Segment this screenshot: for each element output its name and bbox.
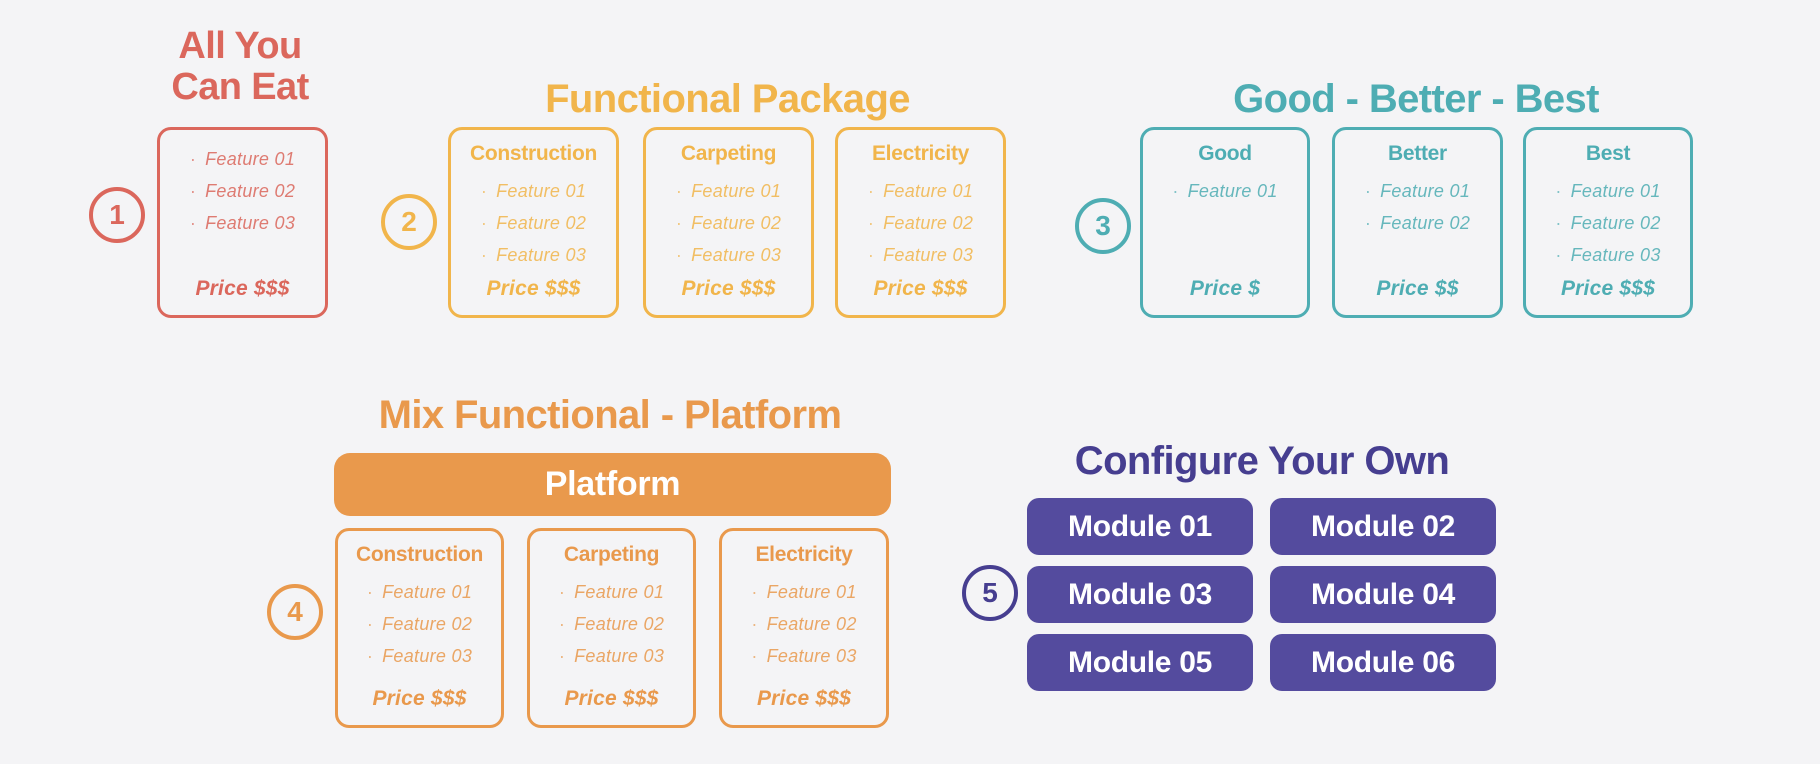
feature-item: Feature 02 xyxy=(868,212,973,235)
module-grid: Module 01 Module 02 Module 03 Module 04 … xyxy=(1027,498,1496,691)
feature-item: Feature 01 xyxy=(190,148,295,171)
feature-item: Feature 02 xyxy=(1365,212,1470,235)
card-title: Construction xyxy=(355,543,484,566)
step-3-badge: 3 xyxy=(1075,198,1131,254)
pricing-card-electricity: Electricity Feature 01 Feature 02 Featur… xyxy=(719,528,889,728)
title-line-1: All You xyxy=(178,25,302,67)
feature-list: Feature 01 Feature 02 xyxy=(1365,180,1470,235)
feature-item: Feature 03 xyxy=(868,244,973,267)
card-title: Electricity xyxy=(755,543,853,566)
feature-item: Feature 01 xyxy=(1365,180,1470,203)
pricing-card-good: Good Feature 01 Price $ xyxy=(1140,127,1310,318)
module-05-tile: Module 05 xyxy=(1027,634,1253,691)
feature-list: Feature 01 Feature 02 Feature 03 xyxy=(868,180,973,267)
feature-list: Feature 01 Feature 02 Feature 03 xyxy=(559,581,664,668)
card-title: Electricity xyxy=(871,142,970,165)
step-number: 2 xyxy=(401,206,417,237)
feature-list: Feature 01 Feature 02 Feature 03 xyxy=(1555,180,1661,267)
feature-item: Feature 03 xyxy=(1555,244,1661,267)
card-title: Best xyxy=(1585,142,1631,165)
step-number: 5 xyxy=(982,577,998,608)
feature-item: Feature 01 xyxy=(559,581,664,604)
price-label: Price $$$ xyxy=(486,277,581,300)
feature-item: Feature 01 xyxy=(1555,180,1661,203)
section-title-mix-functional-platform: Mix Functional - Platform xyxy=(378,393,842,437)
price-label: Price $$ xyxy=(1376,277,1459,300)
pricing-card-carpeting: Carpeting Feature 01 Feature 02 Feature … xyxy=(643,127,814,318)
step-5-badge: 5 xyxy=(962,565,1018,621)
price-label: Price $$$ xyxy=(873,277,968,300)
price-label: Price $$$ xyxy=(1560,277,1656,300)
feature-item: Feature 03 xyxy=(559,645,664,668)
pricing-card-all-you-can-eat: Feature 01 Feature 02 Feature 03 Price $… xyxy=(157,127,328,318)
feature-item: Feature 02 xyxy=(559,613,664,636)
feature-item: Feature 02 xyxy=(751,613,857,636)
feature-list: Feature 01 xyxy=(1172,180,1278,203)
section-title-good-better-best: Good - Better - Best xyxy=(1233,77,1599,121)
module-01-tile: Module 01 xyxy=(1027,498,1253,555)
feature-item: Feature 01 xyxy=(868,180,973,203)
section-title-functional-package: Functional Package xyxy=(545,77,910,121)
feature-item: Feature 01 xyxy=(367,581,472,604)
feature-item: Feature 03 xyxy=(676,244,781,267)
pricing-card-best: Best Feature 01 Feature 02 Feature 03 Pr… xyxy=(1523,127,1693,318)
feature-list: Feature 01 Feature 02 Feature 03 xyxy=(751,581,857,668)
pricing-card-better: Better Feature 01 Feature 02 Price $$ xyxy=(1332,127,1503,318)
card-title: Carpeting xyxy=(563,543,660,566)
feature-item: Feature 01 xyxy=(481,180,586,203)
feature-item: Feature 03 xyxy=(751,645,857,668)
price-label: Price $$$ xyxy=(564,687,659,710)
pricing-card-construction: Construction Feature 01 Feature 02 Featu… xyxy=(448,127,619,318)
price-label: Price $$$ xyxy=(756,687,852,710)
price-label: Price $ xyxy=(1189,277,1261,300)
price-label: Price $$$ xyxy=(372,687,467,710)
step-number: 4 xyxy=(287,596,303,627)
feature-item: Feature 02 xyxy=(190,180,295,203)
feature-item: Feature 02 xyxy=(1555,212,1661,235)
feature-item: Feature 03 xyxy=(190,212,295,235)
feature-item: Feature 01 xyxy=(1172,180,1278,203)
price-label: Price $$$ xyxy=(681,277,776,300)
card-title: Better xyxy=(1388,142,1447,165)
title-line-2: Can Eat xyxy=(171,66,309,108)
feature-item: Feature 03 xyxy=(367,645,472,668)
step-4-badge: 4 xyxy=(267,584,323,640)
module-04-tile: Module 04 xyxy=(1270,566,1496,623)
feature-list: Feature 01 Feature 02 Feature 03 xyxy=(190,148,295,235)
feature-item: Feature 01 xyxy=(751,581,857,604)
step-1-badge: 1 xyxy=(89,187,145,243)
card-title: Good xyxy=(1198,142,1252,165)
platform-banner: Platform xyxy=(334,453,891,516)
step-number: 3 xyxy=(1095,210,1111,241)
feature-item: Feature 02 xyxy=(367,613,472,636)
module-06-tile: Module 06 xyxy=(1270,634,1496,691)
module-02-tile: Module 02 xyxy=(1270,498,1496,555)
module-03-tile: Module 03 xyxy=(1027,566,1253,623)
section-title-configure-your-own: Configure Your Own xyxy=(1074,439,1450,483)
pricing-card-carpeting: Carpeting Feature 01 Feature 02 Feature … xyxy=(527,528,696,728)
feature-list: Feature 01 Feature 02 Feature 03 xyxy=(676,180,781,267)
step-number: 1 xyxy=(109,199,125,230)
card-title: Construction xyxy=(469,142,598,165)
feature-list: Feature 01 Feature 02 Feature 03 xyxy=(367,581,472,668)
pricing-card-construction: Construction Feature 01 Feature 02 Featu… xyxy=(335,528,504,728)
feature-item: Feature 02 xyxy=(481,212,586,235)
feature-list: Feature 01 Feature 02 Feature 03 xyxy=(481,180,586,267)
pricing-card-electricity: Electricity Feature 01 Feature 02 Featur… xyxy=(835,127,1006,318)
feature-item: Feature 03 xyxy=(481,244,586,267)
feature-item: Feature 02 xyxy=(676,212,781,235)
price-label: Price $$$ xyxy=(195,277,290,300)
section-title-all-you-can-eat: All You Can Eat xyxy=(140,26,340,108)
step-2-badge: 2 xyxy=(381,194,437,250)
feature-item: Feature 01 xyxy=(676,180,781,203)
card-title: Carpeting xyxy=(680,142,777,165)
